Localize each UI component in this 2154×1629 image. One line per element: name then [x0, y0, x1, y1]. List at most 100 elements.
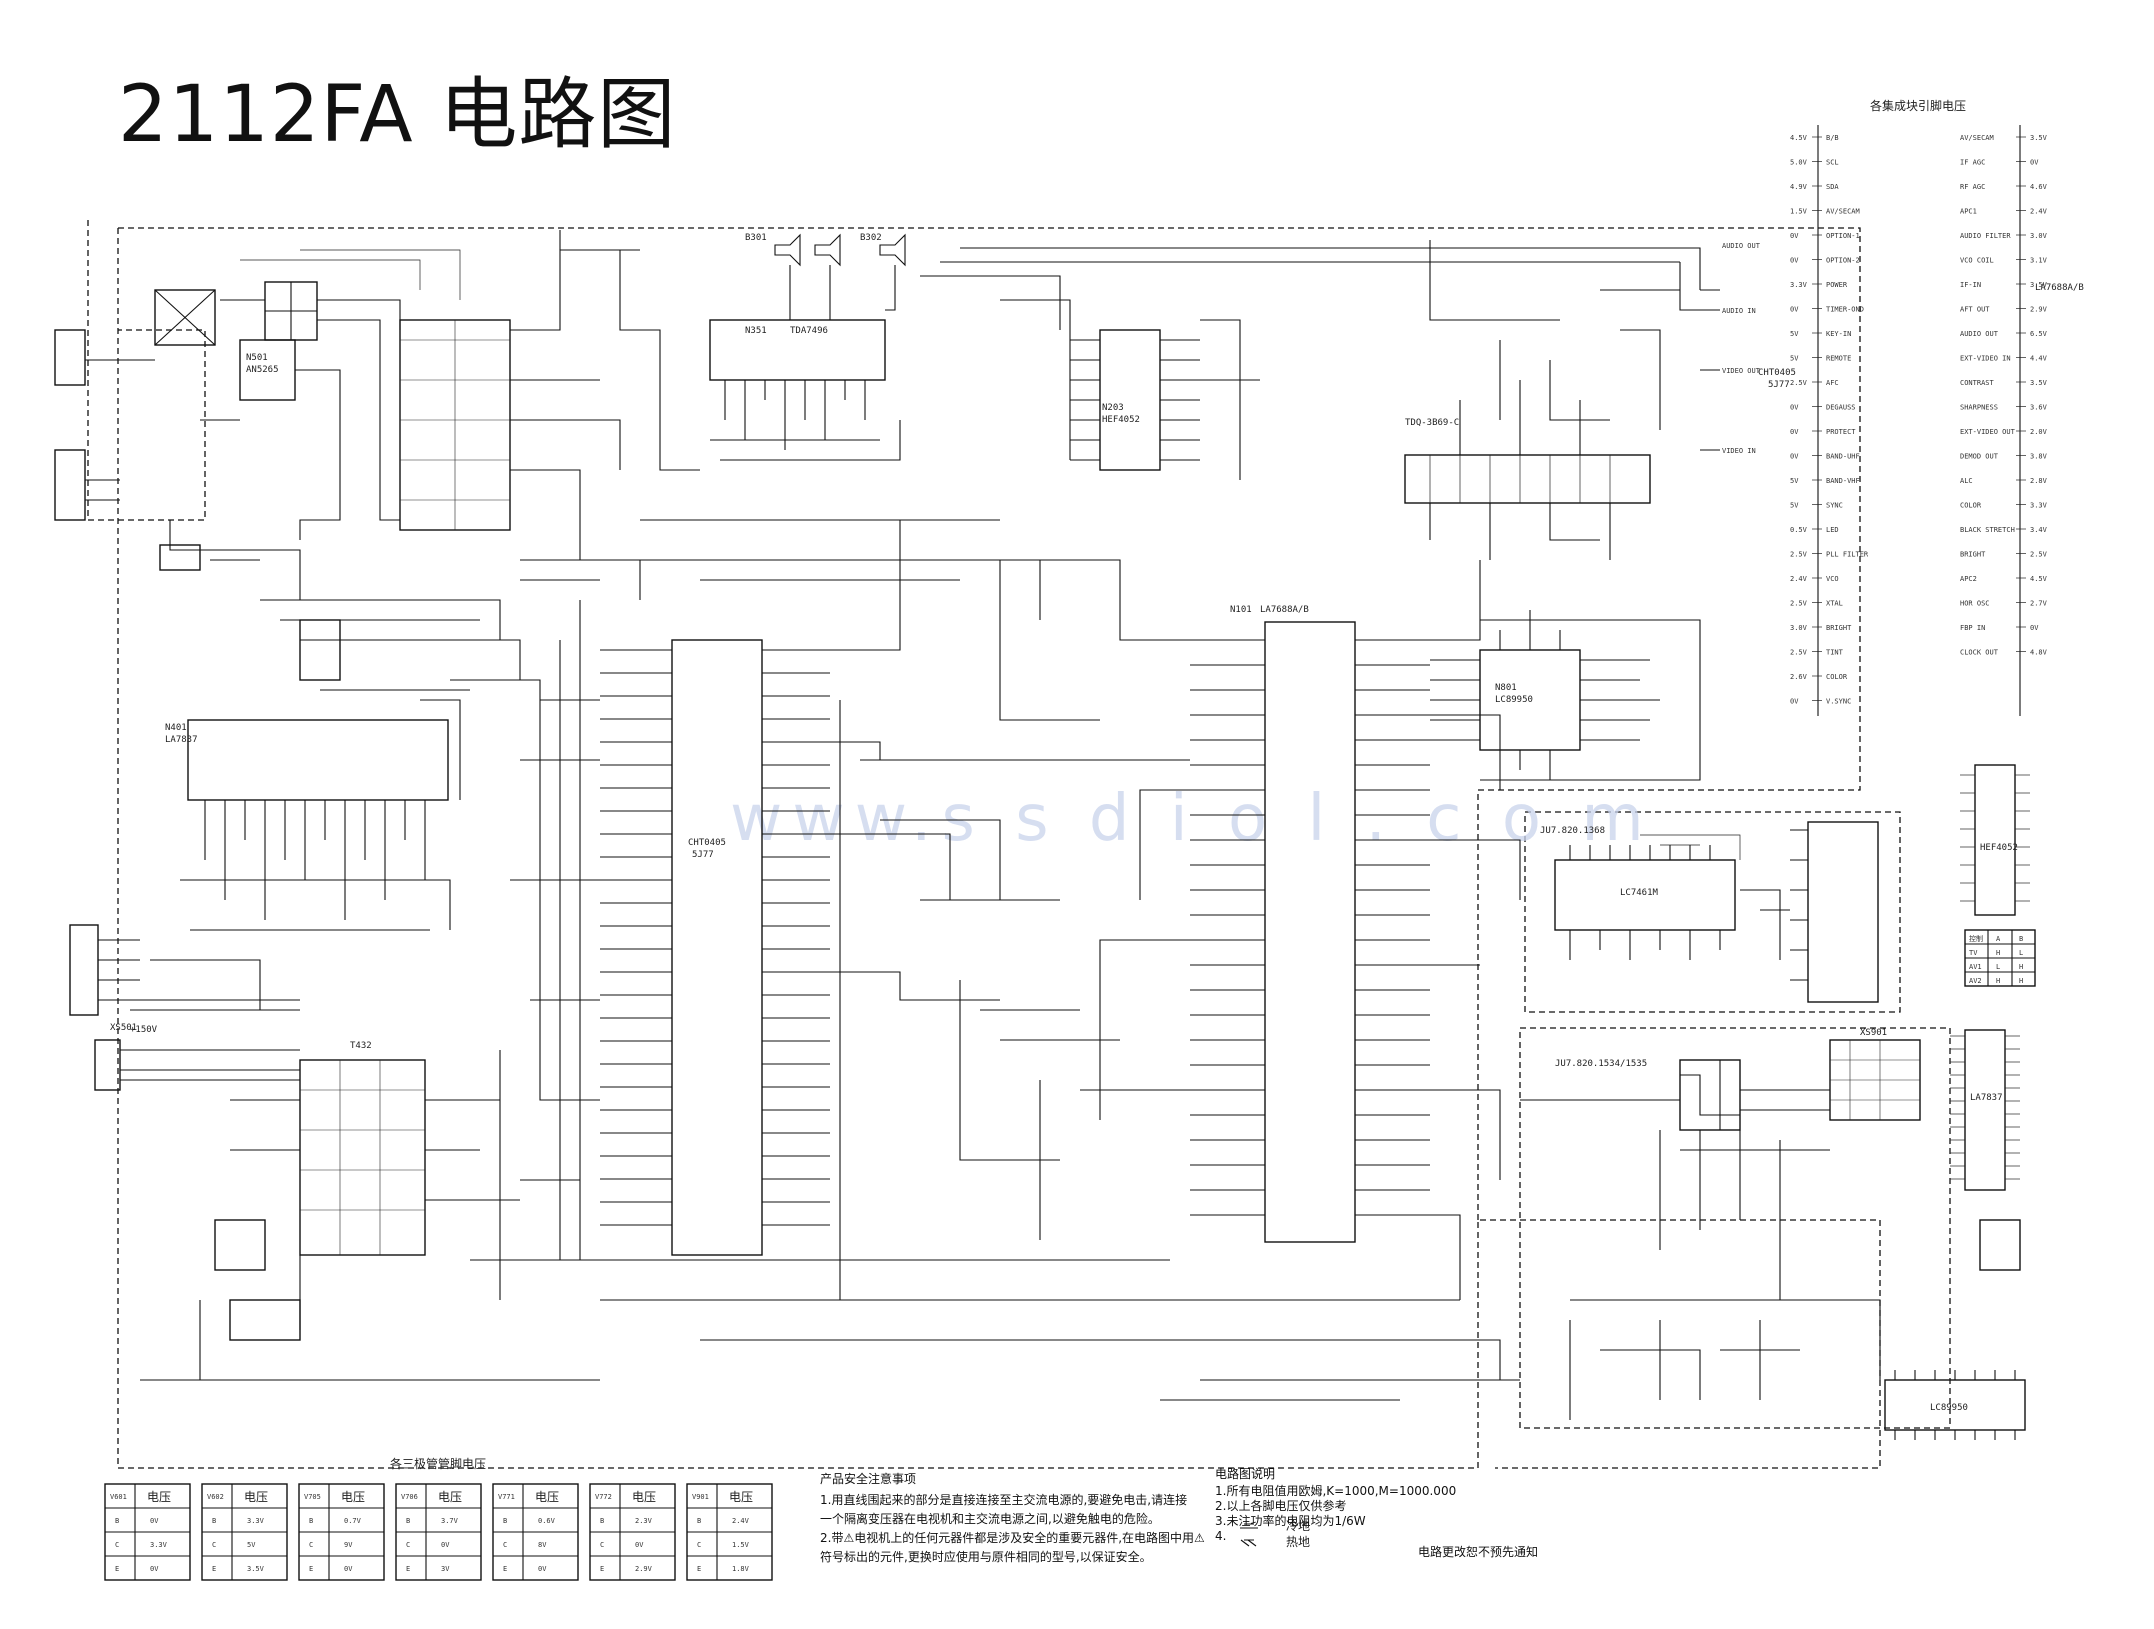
- pin-voltage-left: 2.5V: [1790, 649, 1808, 657]
- vertical-ic: [187, 719, 449, 801]
- pin-label-left: V.SYNC: [1826, 698, 1851, 706]
- main-board-boundary: [117, 228, 1881, 1469]
- safety-notes: 产品安全注意事项 1.用直线围起来的部分是直接连接至主交流电源的,要避免电击,请…: [820, 1470, 1250, 1567]
- circuit-line: 2.以上各脚电压仅供参考: [1215, 1499, 1347, 1513]
- keyboard-board-boundary: [1524, 811, 1901, 1013]
- pin-voltage-left: 0V: [1790, 698, 1799, 706]
- svg-text:JU7.820.1534/1535: JU7.820.1534/1535: [1555, 1059, 1647, 1069]
- pin-voltage-right: 3.5V: [2030, 281, 2048, 289]
- pin-label-right: BLACK STRETCH: [1960, 526, 2015, 534]
- svg-text:HEF4052: HEF4052: [1102, 415, 1140, 425]
- circuit-line: 4.: [1215, 1529, 1227, 1543]
- transistor-id: V901: [692, 1493, 709, 1501]
- transistor-id: V602: [207, 1493, 224, 1501]
- transistor-pin: C: [406, 1541, 410, 1549]
- pin-label-right: COLOR: [1960, 502, 1982, 510]
- av-switch-ic: [1099, 329, 1161, 471]
- pin-voltage-right: 2.0V: [2030, 428, 2048, 436]
- pin-voltage-left: 0V: [1790, 257, 1799, 265]
- svg-text:N101: N101: [1230, 605, 1252, 615]
- transistor-tables-caption: 各三极管管脚电压: [390, 1456, 486, 1471]
- transistor-voltage: 3.7V: [441, 1517, 459, 1525]
- pin-voltage-left: 2.5V: [1790, 551, 1808, 559]
- av-switch-section: N203 HEF4052: [1000, 299, 1260, 480]
- pin-label-left: POWER: [1826, 281, 1848, 289]
- tuner: [1404, 454, 1651, 504]
- pin-voltage-right: 4.4V: [2030, 355, 2048, 363]
- transistor-pin: C: [115, 1541, 119, 1549]
- transistor-col-head: 电压: [147, 1490, 171, 1504]
- pin-voltage-left: 0V: [1790, 404, 1799, 412]
- la7837-panel: LA7837: [1950, 1029, 2021, 1271]
- safety-line: 2.带⚠电视机上的任何元器件都是涉及安全的重要元器件,在电路图中用⚠: [820, 1531, 1205, 1545]
- pin-label-right: EXT-VIDEO OUT: [1960, 428, 2016, 436]
- main-ic: [671, 639, 763, 1256]
- ground-cold-label: 冷地: [1286, 1519, 1310, 1533]
- transistor-col-head: 电压: [438, 1490, 462, 1504]
- hef-table-cell: TV: [1969, 949, 1978, 957]
- sound-ic: [709, 319, 886, 381]
- pin-voltage-left: 0V: [1790, 306, 1799, 314]
- pin-label-right: ALC: [1960, 477, 1973, 485]
- micro-section: CHT0405 5J77: [299, 519, 1000, 1260]
- svg-text:LC89950: LC89950: [1495, 695, 1533, 705]
- pin-voltage-right: 3.5V: [2030, 134, 2048, 142]
- transistor-voltage: 0V: [344, 1565, 353, 1573]
- svg-text:AN5265: AN5265: [246, 365, 279, 375]
- svg-text:TDQ-3B69-C: TDQ-3B69-C: [1405, 418, 1459, 428]
- pin-label-left: COLOR: [1826, 673, 1848, 681]
- pin-voltage-right: 4.6V: [2030, 183, 2048, 191]
- svg-text:5J77: 5J77: [1768, 380, 1790, 390]
- svg-text:+150V: +150V: [130, 1025, 158, 1035]
- pin-label-right: DEMOD OUT: [1960, 453, 1999, 461]
- transistor-voltage: 0V: [441, 1541, 450, 1549]
- circuit-line: 1.所有电阻值用欧姆,K=1000,M=1000.000: [1215, 1484, 1457, 1498]
- pin-voltage-right: 3.5V: [2030, 379, 2048, 387]
- flyback-section: T432 +150V XS501: [110, 1023, 600, 1381]
- svg-text:N351: N351: [745, 326, 767, 336]
- svg-text:VIDEO OUT: VIDEO OUT: [1722, 367, 1761, 375]
- tuner-section: TDQ-3B69-C: [1404, 380, 1651, 560]
- pin-label-left: BAND-UHF: [1826, 453, 1860, 461]
- pin-voltage-left: 0V: [1790, 428, 1799, 436]
- ground-hot-label: 热地: [1286, 1535, 1310, 1549]
- transistor-pin: B: [309, 1517, 313, 1525]
- transistor-voltage: 0V: [150, 1517, 159, 1525]
- left-connectors: [54, 329, 300, 1091]
- pin-label-left: AFC: [1826, 379, 1839, 387]
- video-ic: [1264, 621, 1356, 1243]
- hef-table-cell: L: [2019, 949, 2023, 957]
- transistor-col-head: 电压: [729, 1490, 753, 1504]
- transistor-voltage: 2.3V: [635, 1517, 653, 1525]
- pin-voltage-left: 2.5V: [1790, 600, 1808, 608]
- transistor-col-head: 电压: [535, 1490, 559, 1504]
- transistor-pin: C: [600, 1541, 604, 1549]
- crt-board-section: JU7.820.1534/1535 XS901: [1520, 1028, 1921, 1420]
- svg-text:XS901: XS901: [1860, 1028, 1887, 1038]
- hef-table-cell: AV1: [1969, 963, 1982, 971]
- pin-label-right: CONTRAST: [1960, 379, 1995, 387]
- pin-label-right: APC1: [1960, 208, 1977, 216]
- pin-voltage-left: 4.9V: [1790, 183, 1808, 191]
- pin-voltage-right: 6.5V: [2030, 330, 2048, 338]
- pin-voltage-left: 2.4V: [1790, 575, 1808, 583]
- transistor-voltage: 2.4V: [732, 1517, 750, 1525]
- pin-label-left: DEGAUSS: [1826, 404, 1856, 412]
- circuit-notes: 电路图说明 1.所有电阻值用欧姆,K=1000,M=1000.000 2.以上各…: [1215, 1467, 1515, 1544]
- pin-label-left: BRIGHT: [1826, 624, 1852, 632]
- pin-voltage-right: 2.4V: [2030, 208, 2048, 216]
- pin-voltage-left: 4.5V: [1790, 134, 1808, 142]
- svg-text:N501: N501: [246, 353, 268, 363]
- svg-text:CHT0405: CHT0405: [688, 838, 726, 848]
- transistor-voltage: 3.5V: [247, 1565, 265, 1573]
- safety-notes-title: 产品安全注意事项: [820, 1472, 917, 1486]
- pin-label-right: AUDIO FILTER: [1960, 232, 2011, 240]
- svg-text:AUDIO OUT: AUDIO OUT: [1722, 242, 1761, 250]
- transistor-pin: C: [503, 1541, 507, 1549]
- transistor-voltage: 3.3V: [150, 1541, 168, 1549]
- transistor-voltage: 0V: [538, 1565, 547, 1573]
- svg-text:T432: T432: [350, 1041, 372, 1051]
- safety-line: 一个隔离变压器在电视机和主交流电源之间,以避免触电的危险。: [820, 1512, 1160, 1526]
